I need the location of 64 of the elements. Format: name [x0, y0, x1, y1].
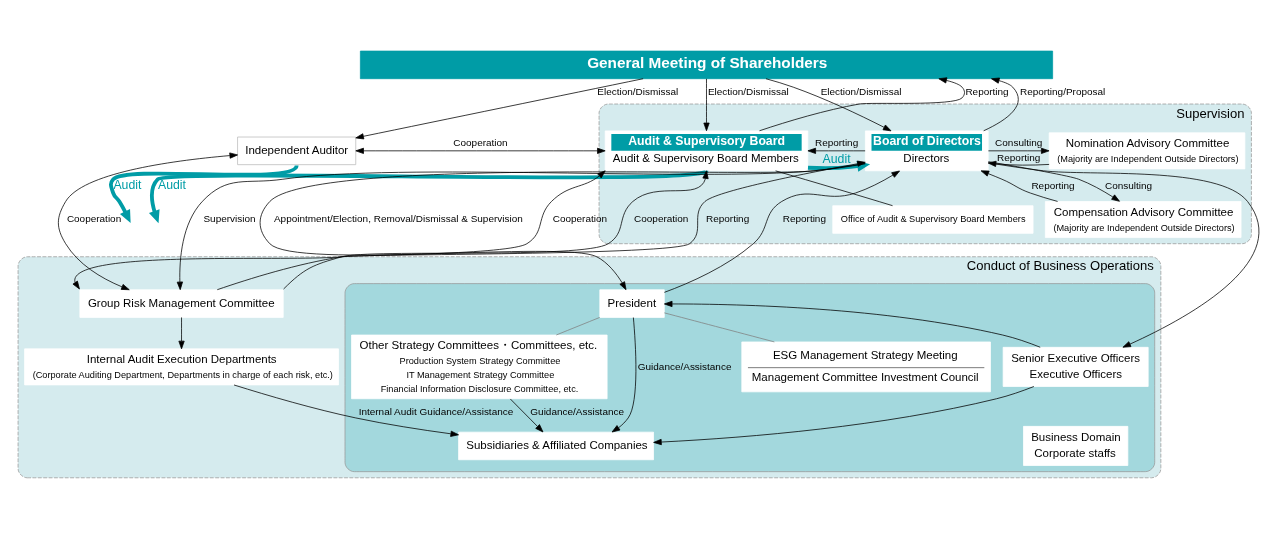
edge-label: Internal Audit Guidance/Assistance [358, 405, 514, 417]
arrow [664, 170, 900, 293]
node-box: Group Risk Management Committee [79, 288, 284, 318]
arrow [988, 161, 1260, 348]
arrow [807, 147, 866, 154]
arrow [987, 160, 1120, 202]
edge-label: Reporting [814, 136, 859, 148]
edge-label: Audit [157, 177, 186, 192]
edge-label: Cooperation [453, 136, 508, 148]
node-box: Internal Audit Execution Departments (Corporate Auditing Department, Departments in charge of each risk, etc.) [24, 347, 339, 385]
arrow [72, 169, 606, 289]
edge-label: Election/Dismissal [820, 85, 902, 97]
arrow [57, 152, 238, 290]
node-box: Senior Executive Officers Executive Officers [1002, 346, 1149, 387]
node-box: Compensation Advisory Committee (Majority are Independent Outside Directors) [1044, 200, 1242, 238]
arrow [703, 77, 710, 131]
arrow [611, 316, 637, 432]
arrow [653, 385, 1035, 445]
edge-label: Audit [822, 151, 851, 166]
edge-label: Election/Dismissal [597, 85, 679, 97]
edge-label: Cooperation [634, 212, 689, 224]
edge-label: Guidance/Assistance [530, 405, 625, 417]
node-box: ESG Management Strategy Meeting Management Committee Investment Council [741, 341, 991, 392]
arrow [807, 160, 871, 172]
edge-label: Reporting [705, 212, 750, 224]
edge-label: Reporting [1031, 179, 1075, 191]
edge-label: Consulting [1105, 179, 1153, 191]
edge-label: Audit [113, 177, 142, 192]
arrow [664, 300, 1041, 348]
edge-label: Cooperation [66, 212, 122, 224]
arrow [987, 160, 1050, 167]
edge-label: Election/Dismissal [707, 85, 789, 97]
arrow [178, 316, 185, 349]
edge-label: Reporting [965, 85, 1009, 97]
connector [663, 312, 775, 342]
edge-label: Cooperation [552, 212, 608, 224]
arrow [355, 77, 644, 139]
connector [775, 169, 893, 206]
arrow [233, 384, 459, 437]
connector [555, 316, 601, 335]
node-box: Office of Audit & Supervisory Board Members [832, 204, 1034, 234]
arrow [980, 169, 1058, 202]
edge-label: Reporting/Proposal [1019, 85, 1106, 97]
node-box: Business Domain Corporate staffs [1023, 425, 1129, 466]
arrow [148, 168, 709, 223]
arrow [355, 147, 606, 154]
edge-label: Consulting [995, 136, 1043, 148]
node-box: President [599, 288, 665, 318]
node-box: Independent Auditor [237, 136, 357, 165]
node-box: Subsidiaries & Affiliated Companies [458, 431, 654, 460]
arrow [109, 163, 299, 223]
edge-label: Reporting [997, 151, 1041, 163]
arrow [983, 77, 1019, 131]
node-box: Nomination Advisory Committee (Majority are Independent Outside Directors) [1048, 131, 1246, 169]
arrow [283, 169, 709, 289]
edge-label: Guidance/Assistance [637, 360, 732, 371]
edge-label: Appointment/Election, Removal/Dismissal & Supervision [273, 212, 523, 224]
node-box: Other Strategy Committees・Committees, etc. Production System Strategy Committee IT Management Strategy Committee Financial Information Disclosure Committee, etc. [351, 334, 608, 399]
arrow [759, 76, 965, 131]
arrow [509, 398, 544, 432]
edge-label: Supervision [203, 212, 256, 224]
arrow [765, 77, 892, 131]
edge-label: Reporting [782, 212, 826, 224]
arrow [988, 147, 1050, 154]
